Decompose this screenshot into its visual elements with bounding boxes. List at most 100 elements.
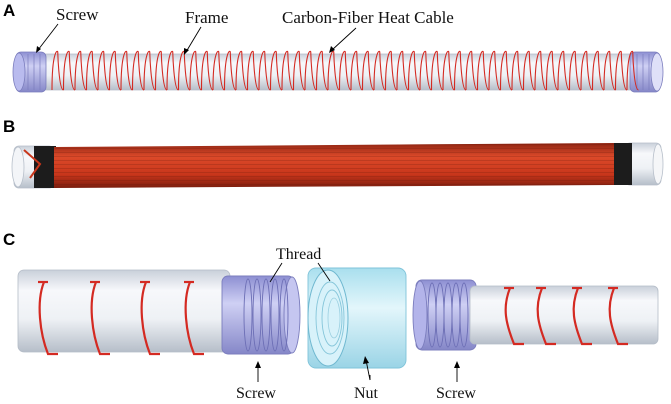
thread-ridge (243, 278, 253, 352)
coil-turn (131, 50, 145, 91)
coil-turn (580, 50, 594, 91)
coil-turn (154, 50, 168, 91)
coil-turn (189, 50, 203, 91)
screw-left (221, 275, 301, 355)
thread-ridge (279, 278, 289, 352)
coil-turn (488, 50, 502, 91)
coil-turn (235, 50, 249, 91)
arrowhead-frame (184, 48, 189, 55)
label-screw: Screw (56, 5, 99, 24)
panel-b: B (3, 117, 664, 189)
pointer-frame (185, 26, 202, 53)
coil-turn (38, 281, 58, 356)
label-thread: Thread (276, 246, 321, 263)
coil-turn (246, 50, 260, 91)
thread-ridge (270, 278, 280, 352)
label-nut: Nut (354, 385, 379, 402)
coil-turn (396, 50, 410, 91)
coil-turn (361, 50, 375, 91)
label-frame: Frame (185, 8, 228, 27)
coil-turn (74, 50, 88, 91)
panel-c-letter: C (3, 230, 15, 249)
heat-cable-coil-left (38, 280, 204, 356)
coil-turn (108, 50, 122, 91)
wrapped-heat-cable (54, 143, 614, 188)
coil-turn (536, 287, 556, 346)
coil-turn (258, 50, 272, 91)
panel-b-letter: B (3, 117, 15, 136)
heat-cable-coil-right (504, 286, 628, 346)
coil-turn (62, 50, 76, 91)
coil-turn (184, 281, 204, 356)
thread-ridge (459, 282, 469, 348)
left-tube-segment (17, 269, 231, 353)
coil-turn (504, 287, 524, 346)
coil-turn (269, 50, 283, 91)
label-screw-right: Screw (436, 385, 476, 402)
thread-ridge (252, 278, 262, 352)
coil-turn (327, 50, 341, 91)
thread-ridge (261, 278, 271, 352)
coil-turn (304, 50, 318, 91)
coil-turn (545, 50, 559, 91)
coil-turn (85, 50, 99, 91)
heat-cable-coil (51, 50, 640, 91)
nut (307, 267, 407, 369)
coil-turn (614, 50, 628, 91)
black-tape-left (34, 146, 56, 188)
coil-turn (557, 50, 571, 91)
coil-turn (465, 50, 479, 91)
label-screw-left: Screw (236, 385, 276, 402)
coil-turn (430, 50, 444, 91)
coil-turn (603, 50, 617, 91)
coil-turn (626, 50, 640, 91)
pointer-thread-left (269, 262, 283, 283)
coil-turn (591, 50, 605, 91)
coil-turn (608, 287, 628, 346)
black-tape-right (612, 143, 632, 185)
cable-lead (23, 149, 42, 179)
screw-right (412, 279, 477, 351)
coil-turn (572, 287, 592, 346)
coil-turn (511, 50, 525, 91)
arrowhead-screw (36, 46, 41, 53)
right-tube-segment (469, 285, 659, 345)
coil-turn (499, 50, 513, 91)
coil-turn (453, 50, 467, 91)
panel-a-letter: A (3, 1, 15, 20)
coil-turn (166, 50, 180, 91)
coil-turn (90, 281, 110, 356)
coil-turn (476, 50, 490, 91)
coil-turn (143, 50, 157, 91)
coil-turn (292, 50, 306, 91)
coil-turn (338, 50, 352, 91)
coil-turn (384, 50, 398, 91)
label-cable: Carbon-Fiber Heat Cable (282, 8, 454, 27)
screw-right-end (629, 51, 664, 93)
pointer-screw (37, 23, 59, 51)
coil-turn (200, 50, 214, 91)
coil-turn (315, 50, 329, 91)
coil-turn (534, 50, 548, 91)
coil-turn (419, 50, 433, 91)
coil-turn (51, 50, 65, 91)
coil-turn (140, 281, 160, 356)
coil-turn (281, 50, 295, 91)
arrowhead-cable (329, 46, 335, 53)
coil-turn (212, 50, 226, 91)
coil-turn (442, 50, 456, 91)
coil-turn (350, 50, 364, 91)
panel-a: A Screw Frame Carbon-Fiber Heat Cable (3, 1, 664, 93)
panel-c: C Thread (3, 230, 659, 402)
pointer-thread-right (317, 262, 331, 282)
coil-turn (522, 50, 536, 91)
pointer-cable (331, 27, 357, 51)
coil-turn (223, 50, 237, 91)
coil-turn (373, 50, 387, 91)
coil-turn (407, 50, 421, 91)
coil-turn (120, 50, 134, 91)
coil-turn (568, 50, 582, 91)
screw-left-end (12, 51, 47, 93)
coil-turn (97, 50, 111, 91)
